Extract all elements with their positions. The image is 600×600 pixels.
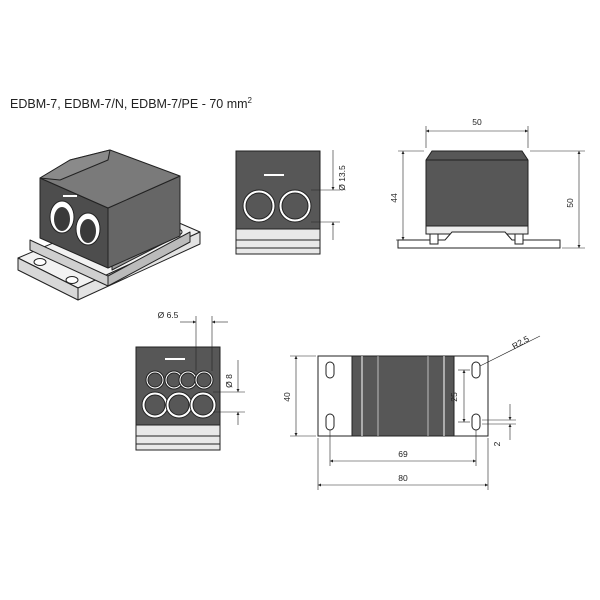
- front-label-slot: [264, 174, 284, 176]
- dim-width-50: 50: [472, 117, 482, 127]
- dim-height-50: 50: [565, 198, 575, 208]
- dim-vertical-25: 25: [449, 392, 459, 402]
- multi-rail-part: [135, 424, 221, 451]
- dim-height-44: 44: [389, 193, 399, 203]
- small-holes: [145, 370, 214, 390]
- iso-label-slot: [63, 195, 77, 197]
- dim-width-69: 69: [398, 449, 408, 459]
- front-rail-part: [235, 228, 321, 255]
- top-housing: [351, 355, 455, 437]
- drawing-title: EDBM-7, EDBM-7/N, EDBM-7/PE - 70 mm2: [10, 96, 252, 111]
- side-housing: [425, 150, 529, 227]
- slot-top-left: [325, 361, 335, 379]
- dim-diameter-6-5: Ø 6.5: [158, 310, 179, 320]
- side-view: [396, 126, 585, 249]
- dim-height-40: 40: [282, 392, 292, 402]
- title-superscript: 2: [247, 96, 252, 105]
- dim-diameter-13-5: Ø 13.5: [337, 165, 347, 191]
- top-view: [290, 335, 541, 490]
- dim-diameter-8: Ø 8: [224, 374, 234, 388]
- isometric-view: [17, 149, 201, 301]
- front-view-multi: [135, 316, 245, 451]
- dim-radius-2-5: R2.5: [510, 333, 531, 351]
- slot-bottom-left: [325, 413, 335, 431]
- slot-top-right: [471, 361, 481, 379]
- multi-label-slot: [165, 358, 185, 360]
- dim-vertical-2: 2: [492, 441, 502, 446]
- iso-housing: [39, 149, 181, 269]
- side-rail-plate: [397, 231, 561, 249]
- title-text: EDBM-7, EDBM-7/N, EDBM-7/PE - 70 mm: [10, 97, 248, 112]
- slot-bottom-right: [471, 413, 481, 431]
- large-holes: [141, 391, 217, 419]
- dim-width-80: 80: [398, 473, 408, 483]
- front-view: [235, 150, 340, 255]
